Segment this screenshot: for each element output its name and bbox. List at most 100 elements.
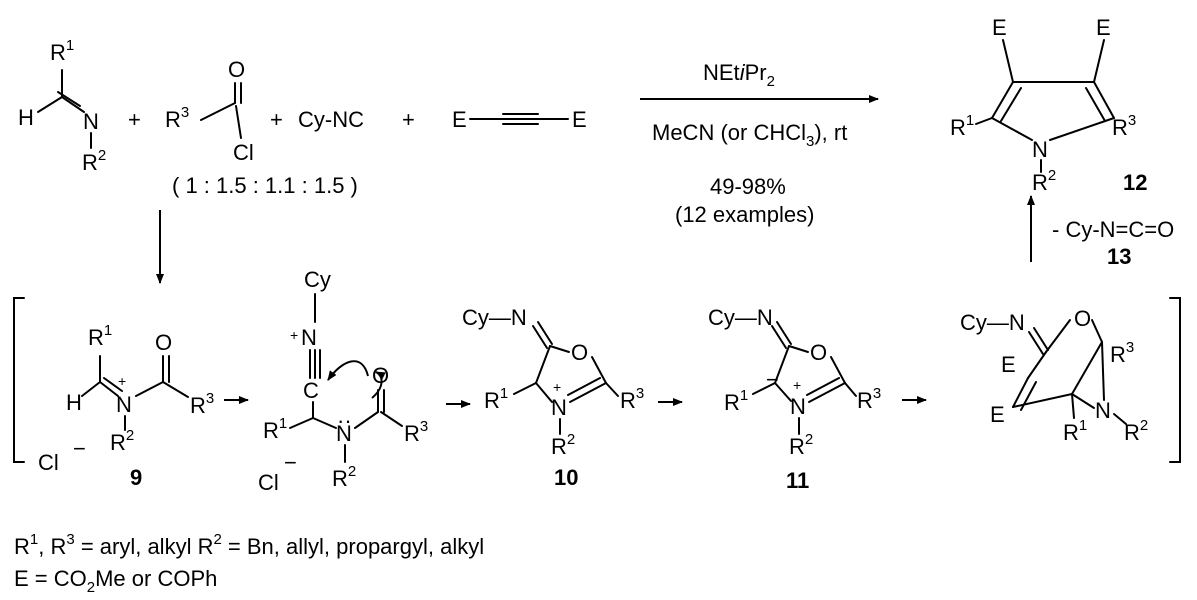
e-label: E	[990, 402, 1005, 427]
lone-pair: ··	[337, 408, 352, 433]
bond	[771, 325, 787, 349]
bond	[380, 411, 403, 427]
r3-label: R3	[190, 390, 214, 418]
right-bracket	[1169, 297, 1181, 463]
compound-10-label: 10	[554, 465, 578, 490]
r1-label: R1	[88, 322, 112, 350]
bond	[535, 345, 551, 384]
bond	[81, 381, 101, 397]
bond	[1101, 341, 1105, 401]
compound-11-label: 11	[786, 468, 809, 493]
bond	[535, 382, 553, 403]
cy-n-label: Cy—N	[708, 305, 773, 330]
solvent-label: MeCN (or CHCl3), rt	[652, 120, 847, 150]
r1-label: R1	[724, 387, 748, 415]
r2-label: R2	[551, 431, 575, 459]
bond	[200, 102, 236, 121]
byproduct-label: - Cy-N=C=O	[1052, 217, 1174, 242]
chloride-label: Cl	[38, 450, 59, 475]
bond	[1012, 393, 1073, 408]
bond	[162, 381, 189, 398]
nitrilium-intermediate: Cy + N C R1 N ·· O R3 R2 Cl −	[258, 267, 428, 495]
bond	[61, 96, 85, 113]
bond	[591, 356, 607, 384]
bond	[1085, 87, 1106, 122]
e-label: E	[992, 15, 1007, 40]
n-label: N	[116, 392, 132, 417]
bond	[57, 91, 81, 107]
plus-sign: +	[128, 107, 141, 132]
bond	[1113, 413, 1127, 425]
r2-label: R2	[82, 147, 106, 175]
bond	[1012, 377, 1029, 408]
substituent-legend: R1, R3 = aryl, alkyl R2 = Bn, allyl, pro…	[14, 531, 484, 596]
plus-sign: +	[270, 107, 283, 132]
acyliminium-intermediate-9: R1 H + N O R3 R2 Cl − 9	[38, 322, 214, 490]
o-label: O	[571, 340, 588, 365]
bond	[752, 382, 776, 395]
bond	[103, 377, 123, 392]
bicyclic-cycloadduct: Cy—N O R3 E E N R1 R2	[960, 306, 1148, 445]
bond	[806, 377, 840, 396]
bond	[532, 325, 548, 349]
bond	[569, 382, 607, 403]
yield-label: 49-98%	[710, 174, 786, 199]
n-label: N	[1095, 398, 1111, 423]
r1-label: R1	[50, 37, 74, 65]
r2-label: R2	[110, 427, 134, 455]
n-label: N	[790, 394, 806, 419]
bond	[788, 345, 809, 353]
bond	[1071, 393, 1075, 419]
r1-label: R1	[263, 415, 287, 443]
bond	[776, 321, 792, 345]
bond	[1091, 319, 1103, 343]
n-label: N	[301, 325, 317, 350]
bond	[1000, 87, 1022, 122]
cy-n-label: Cy—N	[960, 310, 1025, 335]
bond	[289, 417, 314, 429]
bond	[1045, 319, 1071, 353]
r3-label: R3	[620, 385, 644, 413]
n-label: N	[551, 395, 567, 420]
o-label: O	[228, 57, 245, 82]
bond	[830, 356, 846, 384]
bond	[1071, 341, 1103, 395]
e-label: E	[452, 107, 467, 132]
bond	[808, 382, 846, 403]
imine-reagent: R1 H N R2	[18, 37, 106, 175]
chloride-label: Cl	[258, 470, 279, 495]
bond	[605, 382, 619, 397]
pyrrole-product: E E R1 R3 N R2 12	[950, 15, 1147, 195]
bond	[1027, 351, 1047, 379]
bond	[1033, 327, 1049, 351]
compound-13-label: 13	[1107, 244, 1131, 269]
o-label: O	[155, 330, 172, 355]
charge-plus: +	[793, 377, 801, 393]
examples-label: (12 examples)	[675, 202, 814, 227]
bond	[774, 345, 790, 384]
r3-label: R3	[1110, 339, 1134, 367]
bond	[844, 382, 857, 397]
bond	[135, 381, 164, 397]
n-label: N	[1032, 137, 1048, 162]
o-label: O	[1074, 306, 1091, 331]
cl-label: Cl	[233, 140, 254, 165]
bond	[1028, 331, 1044, 355]
bond	[1093, 39, 1105, 83]
bond	[354, 411, 379, 429]
bond	[312, 417, 337, 429]
carbon-label: C	[303, 378, 319, 403]
r2-label: R2	[1124, 417, 1148, 445]
bond	[567, 377, 601, 396]
bond	[99, 381, 119, 397]
electron-push-arrow	[371, 371, 386, 399]
r1-label: R1	[484, 385, 508, 413]
bond	[975, 117, 993, 125]
electron-push-arrow	[327, 360, 369, 381]
base-label: NEtiPr2	[703, 60, 775, 90]
charge-plus: +	[118, 373, 126, 389]
bond	[1002, 39, 1014, 83]
r2-label: R2	[332, 463, 356, 491]
h-label: H	[66, 390, 82, 415]
